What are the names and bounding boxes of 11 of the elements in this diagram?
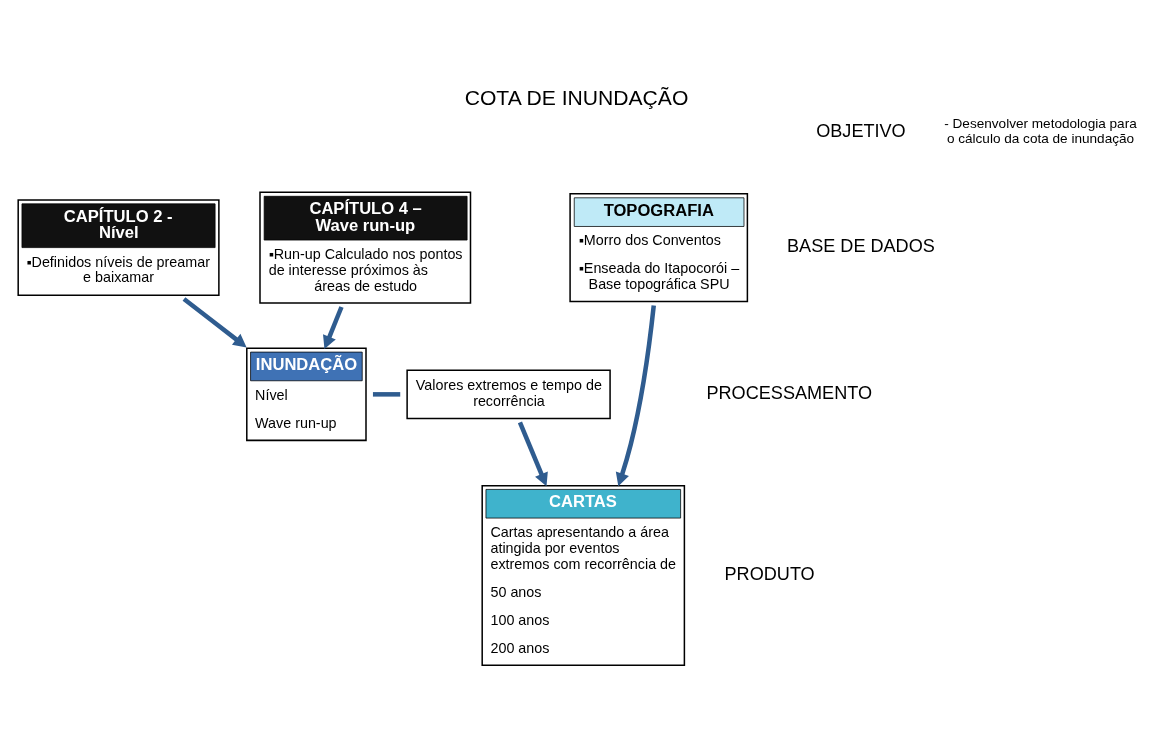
label: - Desenvolver metodologia para o cálculo da cota de inundação [944,115,1137,146]
arrow [615,304,656,486]
label: PROCESSAMENTO [706,382,873,403]
arrow [517,421,548,486]
diagram-title: COTA DE INUNDAÇÃO [464,85,689,109]
label: OBJETIVO [816,120,906,141]
label: BASE DE DADOS [787,235,935,256]
label: PRODUTO [724,563,815,584]
arrow [182,296,247,347]
connector [372,391,401,397]
arrow [323,305,344,349]
